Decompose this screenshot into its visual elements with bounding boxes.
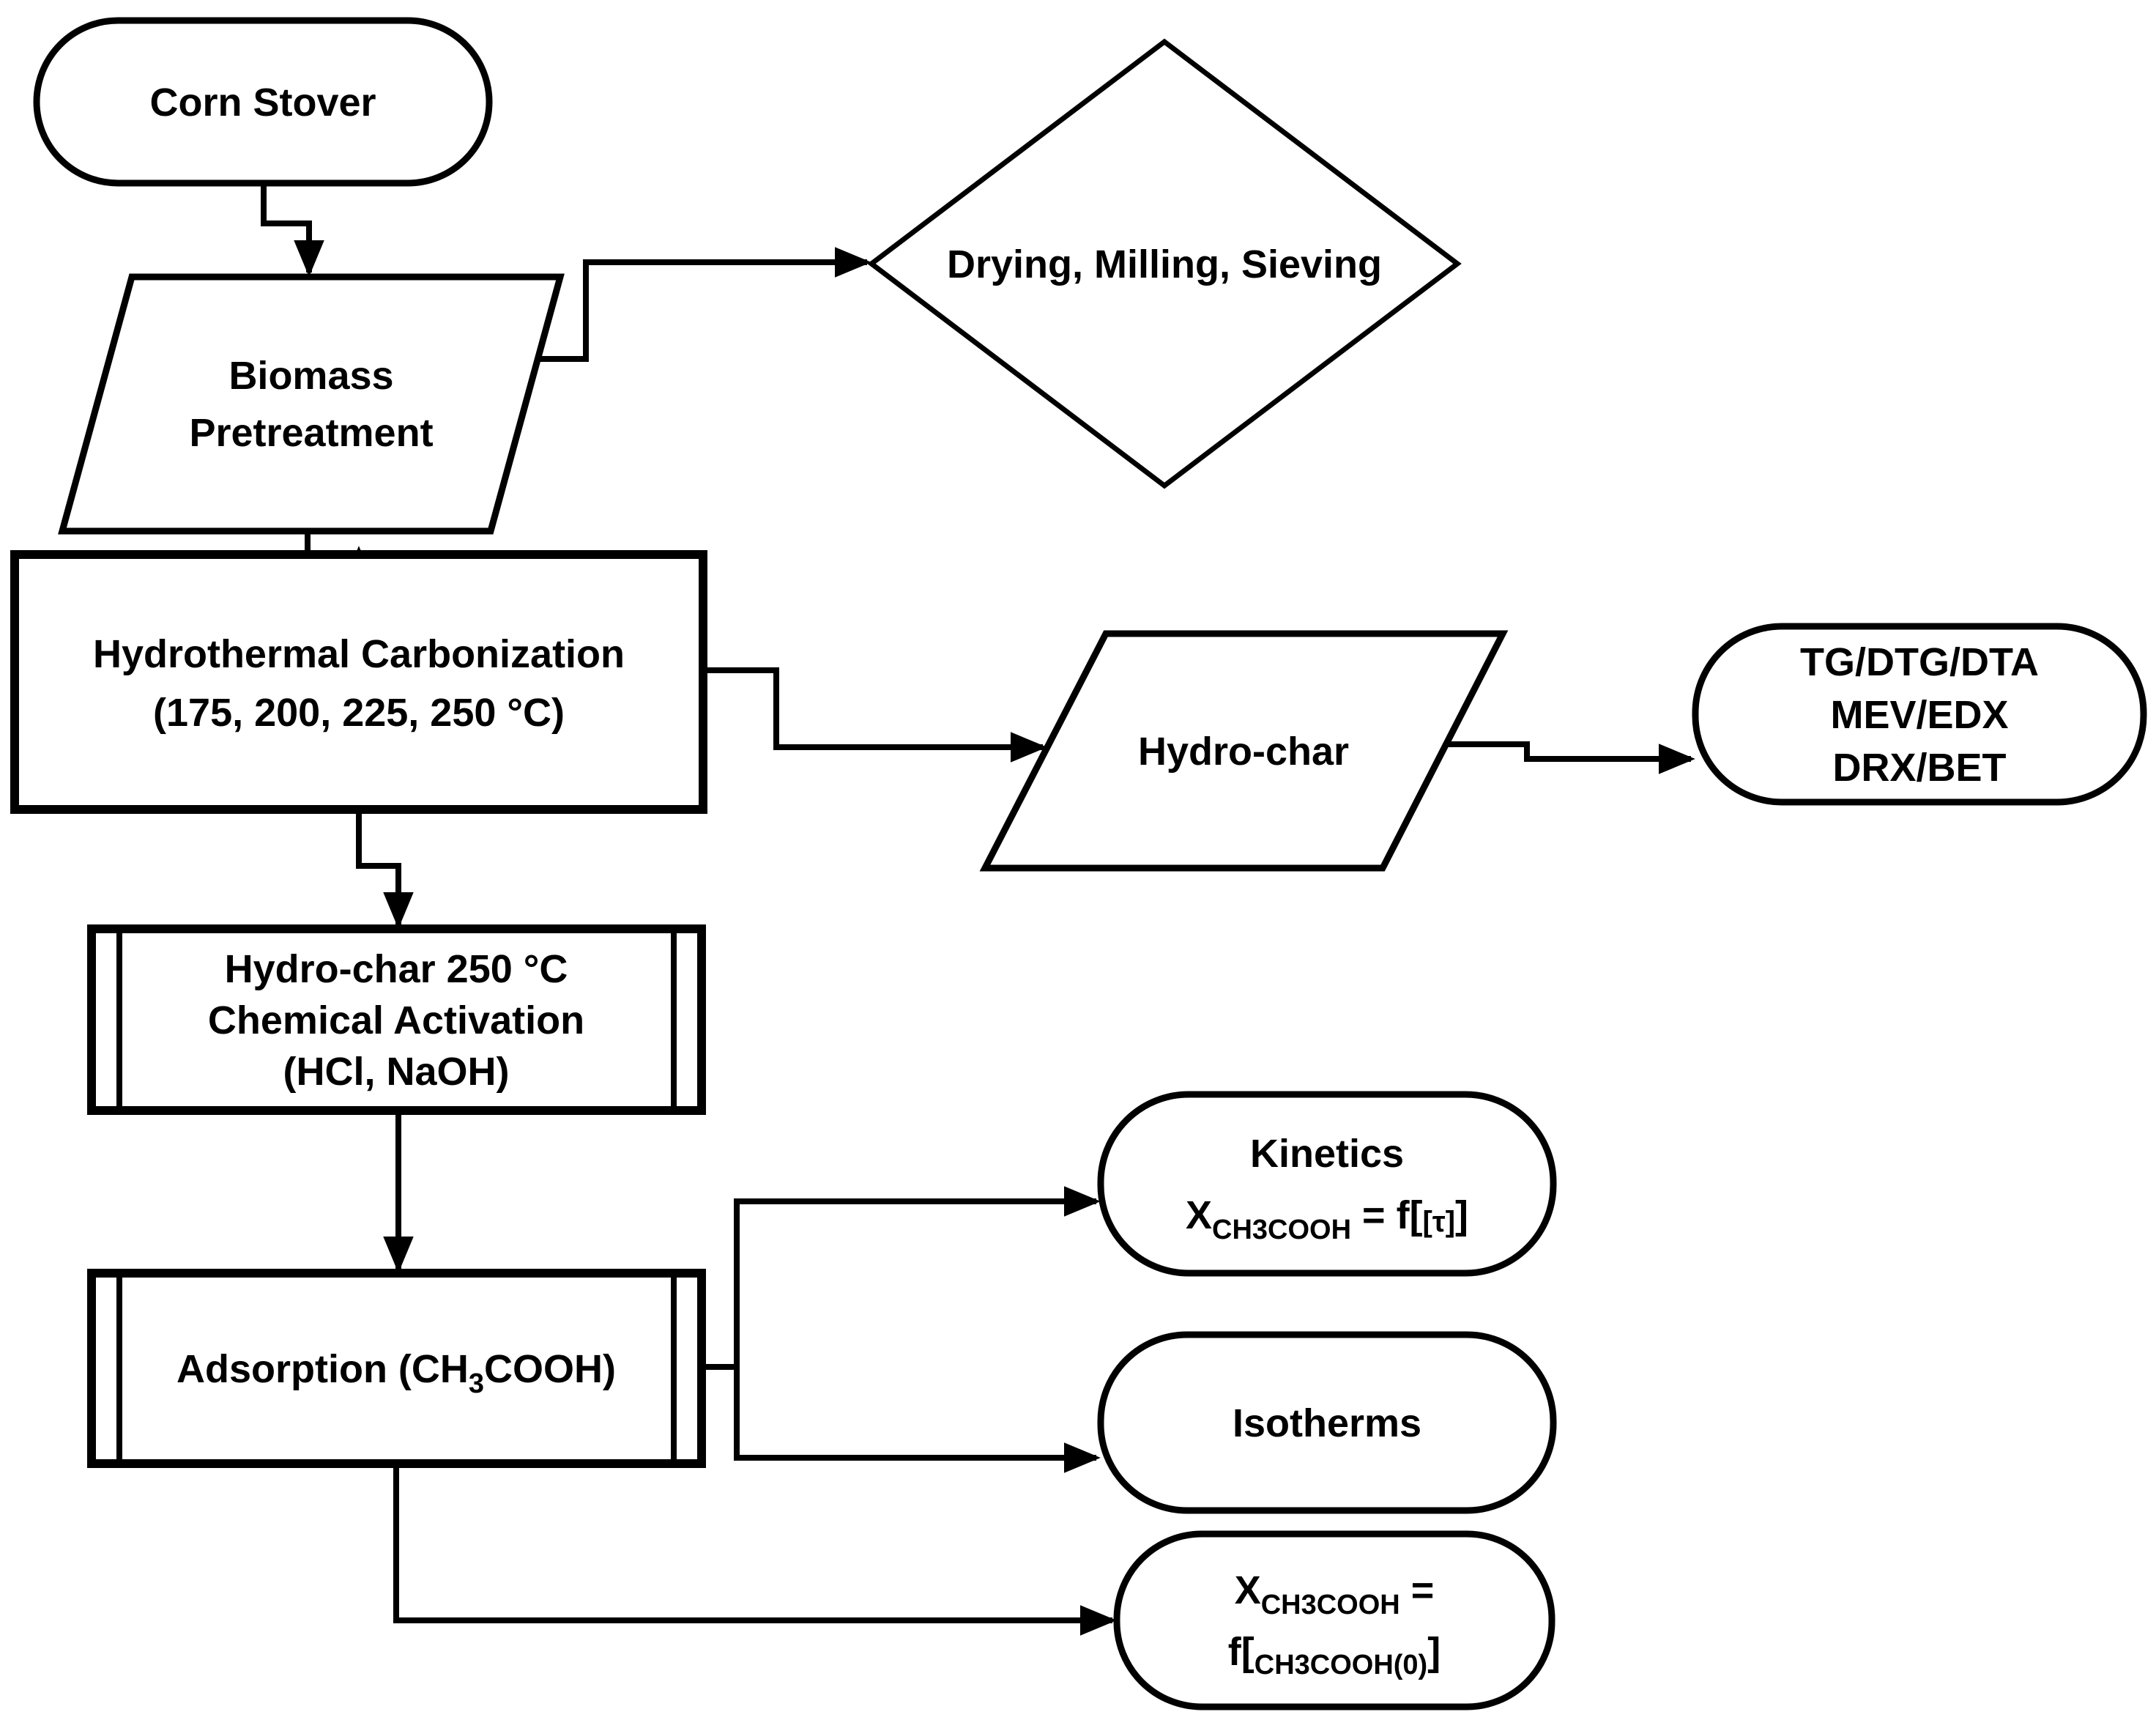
chemical-activation-label-line1: Hydro-char 250 °C	[225, 947, 568, 991]
node-adsorption: Adsorption (CH3COOH)	[87, 1269, 706, 1468]
edge-adsorption-to-isotherms	[734, 1365, 1101, 1473]
hydro-char-label: Hydro-char	[1138, 730, 1349, 774]
conversion-formula-line1: XCH3COOH =	[1235, 1568, 1435, 1620]
drying-milling-sieving-diamond-shape	[867, 38, 1462, 489]
edge-hydrothermal-carbonization-to-chemical-activation	[356, 809, 414, 929]
biomass-pretreatment-label-line1: Biomass	[228, 354, 393, 398]
node-hydrothermal-carbonization: Hydrothermal Carbonization (175, 200, 22…	[10, 550, 707, 814]
node-corn-stover: Corn Stover	[33, 17, 493, 187]
adsorption-double-bar-lines	[116, 1273, 677, 1464]
conversion-stadium-shape	[1113, 1530, 1555, 1710]
conversion-formula-line2: f[CH3COOH(0)]	[1228, 1630, 1441, 1680]
characterization-label-line1: TG/DTG/DTA	[1800, 640, 2039, 684]
node-drying-milling-sieving: Drying, Milling, Sieving	[867, 38, 1462, 489]
drying-milling-sieving-label: Drying, Milling, Sieving	[947, 242, 1382, 286]
kinetics-formula: XCH3COOH = f[[τ]]	[1186, 1193, 1468, 1245]
node-hydro-char: Hydro-char	[979, 630, 1509, 872]
corn-stover-label: Corn Stover	[149, 81, 376, 125]
edge-adsorption-to-kinetics	[702, 1186, 1101, 1370]
node-chemical-activation: Hydro-char 250 °C Chemical Activation (H…	[87, 924, 706, 1115]
adsorption-label: Adsorption (CH3COOH)	[176, 1347, 616, 1399]
biomass-pretreatment-parallelogram-shape	[58, 273, 565, 535]
characterization-label-line3: DRX/BET	[1832, 746, 2006, 790]
adsorption-box-shape	[87, 1269, 706, 1468]
edge-hydro-char-to-characterization	[1444, 741, 1695, 774]
edge-biomass-pretreatment-to-drying-milling-sieving	[538, 247, 871, 362]
biomass-pretreatment-label-line2: Pretreatment	[189, 411, 433, 455]
characterization-label-line2: MEV/EDX	[1830, 693, 2008, 737]
characterization-stadium-shape	[1692, 623, 2147, 806]
kinetics-title: Kinetics	[1250, 1132, 1404, 1176]
chemical-activation-double-bar-lines	[116, 929, 677, 1111]
chemical-activation-label-line3: (HCl, NaOH)	[283, 1050, 510, 1094]
edge-adsorption-to-conversion	[393, 1464, 1117, 1636]
hydrothermal-carbonization-label-line1: Hydrothermal Carbonization	[93, 632, 625, 676]
node-kinetics: Kinetics XCH3COOH = f[[τ]]	[1097, 1091, 1557, 1277]
edge-corn-stover-to-biomass-pretreatment	[261, 183, 324, 277]
chemical-activation-label-line2: Chemical Activation	[208, 998, 584, 1042]
node-isotherms: Isotherms	[1097, 1331, 1557, 1514]
isotherms-label: Isotherms	[1233, 1401, 1421, 1445]
hydrothermal-carbonization-label-line2: (175, 200, 225, 250 °C)	[153, 691, 565, 735]
node-biomass-pretreatment: Biomass Pretreatment	[58, 273, 565, 535]
hydrothermal-carbonization-rect-shape	[10, 550, 707, 814]
corn-stover-stadium-shape	[33, 17, 493, 187]
chemical-activation-box-shape	[87, 924, 706, 1115]
isotherms-stadium-shape	[1097, 1331, 1557, 1514]
edge-hydrothermal-carbonization-to-hydro-char	[703, 667, 1047, 763]
node-characterization: TG/DTG/DTA MEV/EDX DRX/BET	[1692, 623, 2147, 806]
edges-layer	[261, 183, 1695, 1636]
kinetics-stadium-shape	[1097, 1091, 1557, 1277]
node-conversion: XCH3COOH = f[CH3COOH(0)]	[1113, 1530, 1555, 1710]
hydro-char-parallelogram-shape	[979, 630, 1509, 872]
